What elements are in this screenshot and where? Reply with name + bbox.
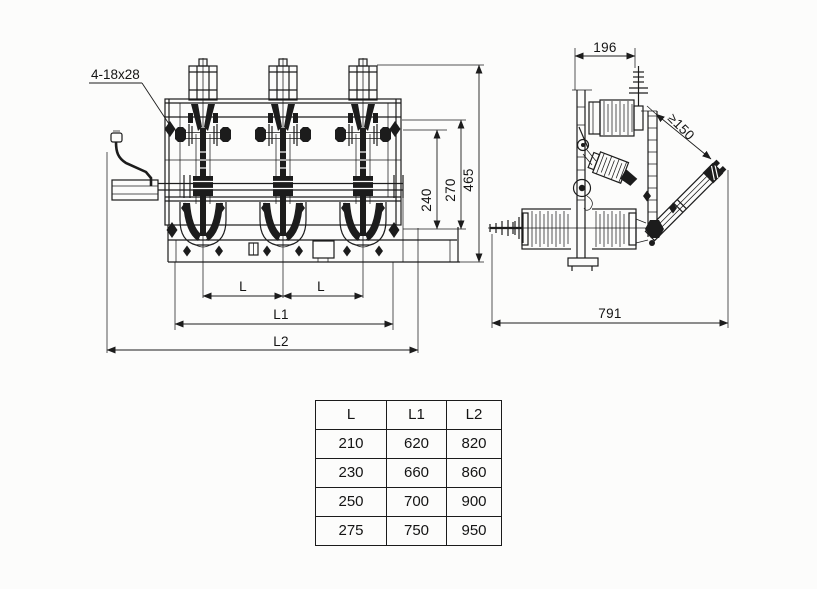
dim-label-196: 196 (593, 40, 616, 55)
table-cell: 250 (315, 487, 387, 517)
dimension-table: L L1 L2 210 620 820 230 660 860 250 700 … (315, 400, 502, 546)
operating-handle (110, 130, 159, 201)
table-row: 250 700 900 (315, 487, 502, 517)
table-cell: 820 (446, 429, 502, 459)
table-cell: 750 (386, 516, 447, 546)
main-insulator (488, 207, 656, 251)
dim-label-465: 465 (461, 168, 476, 191)
mounting-slot-bolt (164, 121, 176, 137)
dim-label-L2: L2 (273, 334, 289, 349)
table-cell: 230 (315, 458, 387, 488)
support-post (567, 89, 599, 271)
main-insulator-ribs (531, 211, 625, 247)
table-row: 210 620 820 (315, 429, 502, 459)
arm-base-fitting (635, 218, 664, 246)
table-cell: 660 (386, 458, 447, 488)
front-view-drawing: 4-18x28 L L L1 L2 240 270 465 (89, 58, 484, 354)
small-insulator (587, 151, 638, 186)
side-view-drawing: 196 ≥150 791 (488, 40, 729, 328)
front-dimensions (106, 64, 483, 354)
dim-label-L1: L1 (273, 307, 289, 322)
table-header-L1: L1 (386, 400, 447, 430)
table-cell: 620 (386, 429, 447, 459)
top-insulator (588, 99, 644, 137)
table-cell: 210 (315, 429, 387, 459)
table-header-L2: L2 (446, 400, 502, 430)
bolt-note-label: 4-18x28 (91, 67, 140, 82)
table-cell: 950 (446, 516, 502, 546)
table-cell: 900 (446, 487, 502, 517)
table-header-L: L (315, 400, 387, 430)
table-row: 275 750 950 (315, 516, 502, 546)
table-header-row: L L1 L2 (315, 400, 502, 430)
table-cell: 860 (446, 458, 502, 488)
side-dimensions (491, 48, 729, 328)
base-junction-box (312, 240, 335, 259)
dim-label-L-left: L (239, 279, 247, 294)
bolt-hole-note: 4-18x28 (89, 67, 170, 125)
crank-pivots (572, 138, 593, 211)
table-row: 230 660 860 (315, 458, 502, 488)
dim-label-270: 270 (443, 178, 458, 201)
dim-label-240: 240 (419, 188, 434, 211)
front-extension-lines (106, 64, 484, 353)
table-cell: 275 (315, 516, 387, 546)
dim-label-min150: ≥150 (665, 111, 698, 144)
top-terminal-stud (629, 66, 648, 106)
table-cell: 700 (386, 487, 447, 517)
dim-label-791: 791 (598, 306, 621, 321)
dim-label-L-right: L (317, 279, 325, 294)
